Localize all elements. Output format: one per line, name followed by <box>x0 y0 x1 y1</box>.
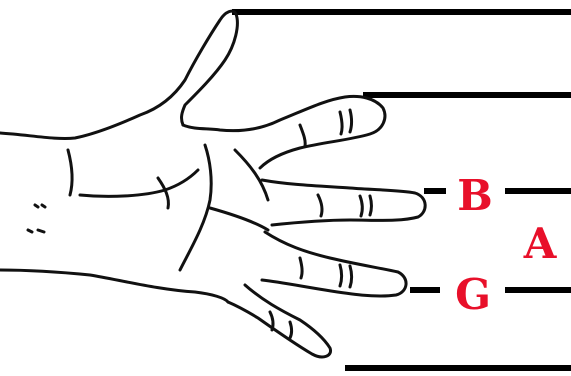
label-b: B <box>457 171 493 220</box>
label-a: A <box>523 219 558 268</box>
label-g: G <box>455 270 491 319</box>
hand-staff-icon <box>0 11 425 357</box>
